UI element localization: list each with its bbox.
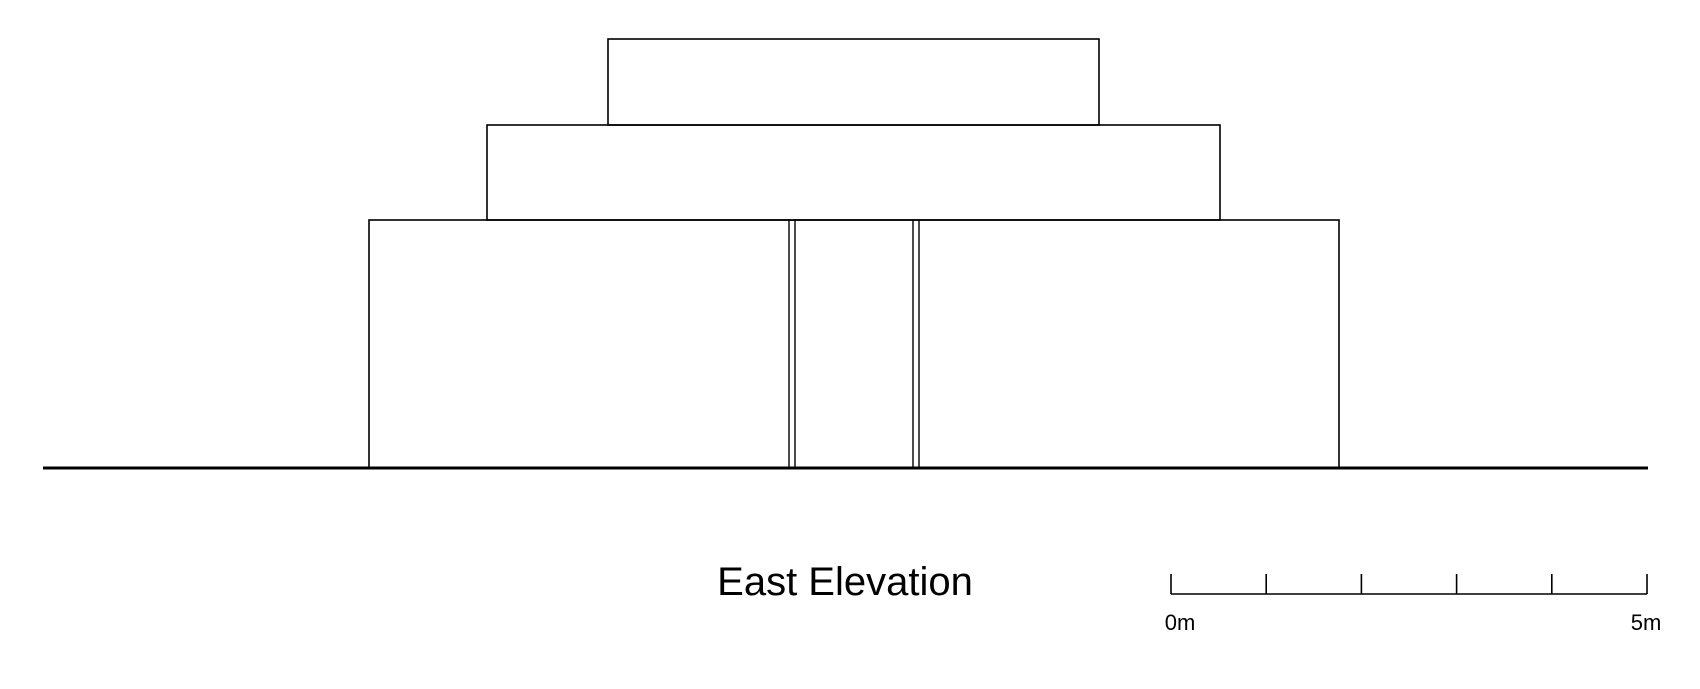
central-opening xyxy=(788,220,920,468)
scale-bar xyxy=(1170,574,1648,595)
base-block xyxy=(368,219,1340,469)
scale-bar-start-label: 0m xyxy=(1165,610,1196,635)
top-tier-block xyxy=(607,38,1100,126)
scale-bar-end-label: 5m xyxy=(1631,610,1662,635)
middle-tier-block xyxy=(486,124,1221,221)
drawing-title: East Elevation xyxy=(717,560,973,604)
